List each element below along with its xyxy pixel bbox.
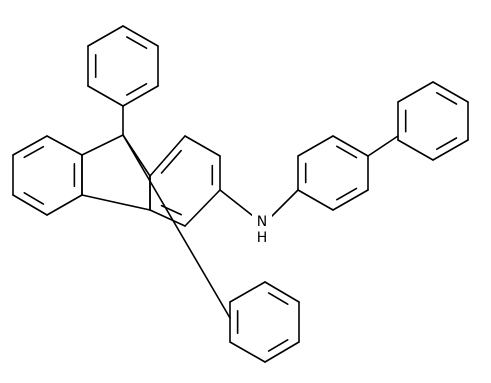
biphenyl-outer-ring-bond-0 xyxy=(432,81,469,103)
biphenyl-outer-ring-bond-5 xyxy=(397,81,434,103)
biphenyl-inner-ring-bond-2 xyxy=(332,189,369,211)
biphenyl-inner-ring-double-bond-0 xyxy=(336,145,358,159)
left-benzo-ring-bond-0 xyxy=(46,135,83,156)
left-benzo-ring-bond-2 xyxy=(46,194,83,216)
left-benzo-ring-bond-5 xyxy=(12,135,48,156)
lower-phenyl-ring-bond-2 xyxy=(264,341,300,363)
nitrogen-symbol: N xyxy=(256,214,268,230)
biphenyl-outer-ring-double-bond-0 xyxy=(436,91,458,105)
biphenyl-inner-ring-bond-0 xyxy=(332,135,369,157)
c9-lower-phenyl-bond xyxy=(122,134,231,319)
top-phenyl-ring-double-bond-2 xyxy=(126,82,148,96)
n-biphenyl-bond xyxy=(271,189,299,217)
left-benzo-ring-double-bond-3 xyxy=(23,192,45,205)
right-benzo-ring-bond-1 xyxy=(184,135,221,157)
biphenyl-inner-ring-bond-5 xyxy=(297,135,334,157)
right-benzo-ring-bond-0 xyxy=(149,135,186,177)
nitrogen-hydrogen: H xyxy=(256,230,268,246)
left-benzo-ring-double-bond-5 xyxy=(23,145,45,159)
lower-phenyl-ring-double-bond-0 xyxy=(267,292,289,306)
nitrogen-atom-label: N H xyxy=(252,214,272,246)
biphenyl-outer-ring-bond-2 xyxy=(432,139,469,161)
biphenyl-outer-ring-double-bond-2 xyxy=(436,137,458,151)
top-phenyl-ring-bond-3 xyxy=(87,85,124,107)
lower-phenyl-ring-bond-3 xyxy=(229,341,266,363)
lower-phenyl-ring-bond-0 xyxy=(264,281,300,303)
biphenyl-inner-ring-bond-3 xyxy=(297,189,334,211)
top-phenyl-ring-bond-2 xyxy=(122,85,159,107)
left-benzo-ring-bond-3 xyxy=(12,194,48,216)
c9-c8a-bond xyxy=(81,134,124,156)
lower-phenyl-ring-bond-5 xyxy=(229,281,266,303)
right-benzo-ring-double-bond-0 xyxy=(160,149,182,174)
biphenyl-inner-ring-double-bond-2 xyxy=(336,187,358,201)
biphenyl-outer-ring-bond-3 xyxy=(397,139,434,161)
c2-n-bond xyxy=(219,189,254,217)
lower-phenyl-ring-double-bond-2 xyxy=(267,338,289,352)
right-benzo-ring-bond-4 xyxy=(149,209,186,227)
right-benzo-ring-bond-3 xyxy=(184,189,221,227)
biphenyl-link-bond xyxy=(367,135,399,157)
top-phenyl-ring-bond-0 xyxy=(122,25,159,47)
top-phenyl-ring-double-bond-0 xyxy=(126,36,148,50)
c4a-c4b-bond xyxy=(81,194,151,211)
top-phenyl-ring-bond-5 xyxy=(87,25,124,47)
